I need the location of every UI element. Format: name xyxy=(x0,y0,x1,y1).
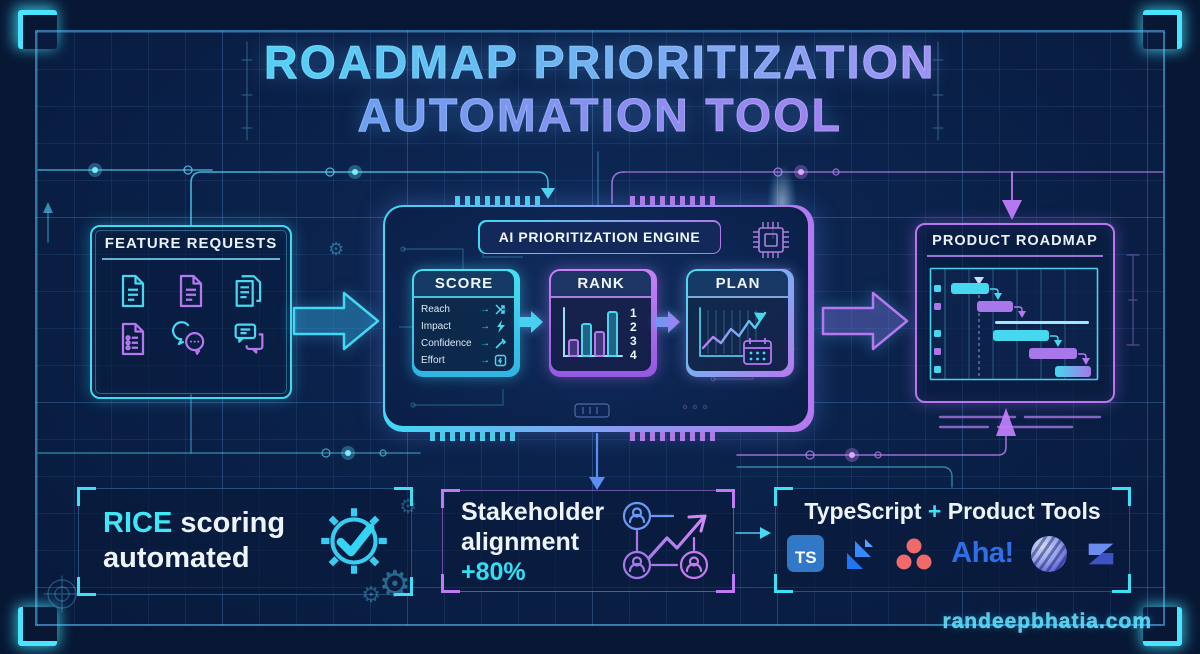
tools-badge: TypeScript + Product Tools TS Aha! xyxy=(774,487,1131,593)
flow-arrow-engine-to-roadmap xyxy=(821,291,909,351)
striped-sphere-logo xyxy=(1030,535,1067,572)
page-title-line2: AUTOMATION TOOL xyxy=(0,89,1200,142)
cpu-chip-icon xyxy=(748,217,794,268)
gantt-chart xyxy=(929,267,1099,381)
page-title-line1: ROADMAP PRIORITIZATION xyxy=(0,35,1200,89)
arrow-icon: → xyxy=(480,304,490,315)
typescript-logo: TS xyxy=(787,535,825,572)
engine-title: AI PRIORITIZATION ENGINE xyxy=(479,221,720,253)
reach-icon xyxy=(495,304,505,315)
plan-trend-chart xyxy=(699,307,772,365)
feature-requests-title: FEATURE REQUESTS xyxy=(102,227,280,260)
chat-bubbles-icon xyxy=(172,321,208,357)
rank-card: RANK 1 2 3 4 xyxy=(549,269,657,377)
confidence-pen-icon xyxy=(495,338,507,349)
arrow-icon: → xyxy=(480,355,490,366)
chip-pins xyxy=(630,196,716,205)
score-title: SCORE xyxy=(414,271,514,298)
bracket-corner xyxy=(716,574,735,593)
checklist-document-icon xyxy=(118,321,148,357)
effort-icon xyxy=(494,354,507,367)
score-row-effort: Effort→ xyxy=(414,352,514,369)
bracket-corner xyxy=(77,487,96,506)
arrow-icon: → xyxy=(480,321,490,332)
bracket-corner xyxy=(1112,487,1131,506)
chip-pins xyxy=(455,196,541,205)
gear-icon: ⚙ xyxy=(378,563,411,604)
tool-logos-row: TS Aha! xyxy=(776,535,1129,572)
rice-text: RICE scoring automated xyxy=(103,507,286,574)
gear-check-icon xyxy=(321,508,387,574)
bracket-corner xyxy=(394,487,413,506)
z-mark-logo xyxy=(1088,543,1113,564)
score-card: SCORE Reach→ Impact→ Confidence→ xyxy=(412,269,520,377)
page-title: ROADMAP PRIORITIZATION AUTOMATION TOOL xyxy=(0,35,1200,143)
gear-icon: ⚙ xyxy=(361,582,381,607)
bracket-corner xyxy=(774,574,793,593)
bracket-corner xyxy=(77,577,96,596)
bracket-corner xyxy=(1112,574,1131,593)
gear-icon: ⚙ xyxy=(328,239,345,259)
plan-title: PLAN xyxy=(688,271,788,298)
stakeholder-alignment-badge: Stakeholder alignment +80% xyxy=(441,489,735,593)
document-icon xyxy=(176,273,206,309)
chat-messages-icon xyxy=(232,321,266,357)
rank-to-plan-arrow xyxy=(656,311,680,333)
asana-logo xyxy=(896,538,932,569)
score-row-reach: Reach→ xyxy=(414,301,514,318)
rank-title: RANK xyxy=(551,271,651,298)
gear-icon: ⚙ xyxy=(399,496,417,518)
bracket-corner xyxy=(394,577,413,596)
aha-logo: Aha! xyxy=(951,537,1014,569)
stakeholder-text: Stakeholder alignment +80% xyxy=(461,498,605,586)
stacked-documents-icon xyxy=(233,273,265,309)
chip-pins xyxy=(630,432,716,441)
ai-engine-chip: AI PRIORITIZATION ENGINE SCORE Reach→ xyxy=(383,196,814,441)
product-roadmap-box: PRODUCT ROADMAP xyxy=(915,223,1115,403)
calendar-icon xyxy=(743,338,772,365)
resistor-icon xyxy=(574,403,610,418)
rank-positions: 1 2 3 4 xyxy=(630,306,637,362)
frame-corner-bottom-left xyxy=(18,607,57,646)
rank-chart xyxy=(563,307,623,357)
stakeholder-metric: +80% xyxy=(461,558,526,586)
feature-requests-icons xyxy=(92,260,290,357)
chip-pins xyxy=(430,432,516,441)
score-row-confidence: Confidence→ xyxy=(414,335,514,352)
score-row-impact: Impact→ xyxy=(414,318,514,335)
bracket-corner xyxy=(441,574,460,593)
bracket-corner xyxy=(441,489,460,508)
score-to-rank-arrow xyxy=(519,311,543,333)
bracket-corner xyxy=(774,487,793,506)
engine-title-plate: AI PRIORITIZATION ENGINE xyxy=(478,220,721,254)
stakeholder-network-icon xyxy=(622,501,709,580)
bracket-corner xyxy=(716,489,735,508)
feature-requests-box: FEATURE REQUESTS xyxy=(90,225,292,399)
frame-corner-top-left xyxy=(18,10,57,49)
roadmap-title: PRODUCT ROADMAP xyxy=(927,225,1103,257)
impact-bolt-icon xyxy=(497,320,505,333)
document-icon xyxy=(118,273,148,309)
tools-title: TypeScript + Product Tools xyxy=(804,498,1101,524)
frame-corner-top-right xyxy=(1143,10,1182,49)
jira-logo xyxy=(847,538,874,569)
arrow-icon: → xyxy=(480,338,490,349)
rice-scoring-badge: RICE scoring automated ⚙ ⚙ ⚙ xyxy=(77,487,417,606)
frame-corner-bottom-right xyxy=(1143,607,1182,646)
flow-arrow-features-to-engine xyxy=(292,291,380,351)
footer-website-link[interactable]: randeepbhatia.com xyxy=(942,610,1152,634)
plan-card: PLAN xyxy=(686,269,794,377)
